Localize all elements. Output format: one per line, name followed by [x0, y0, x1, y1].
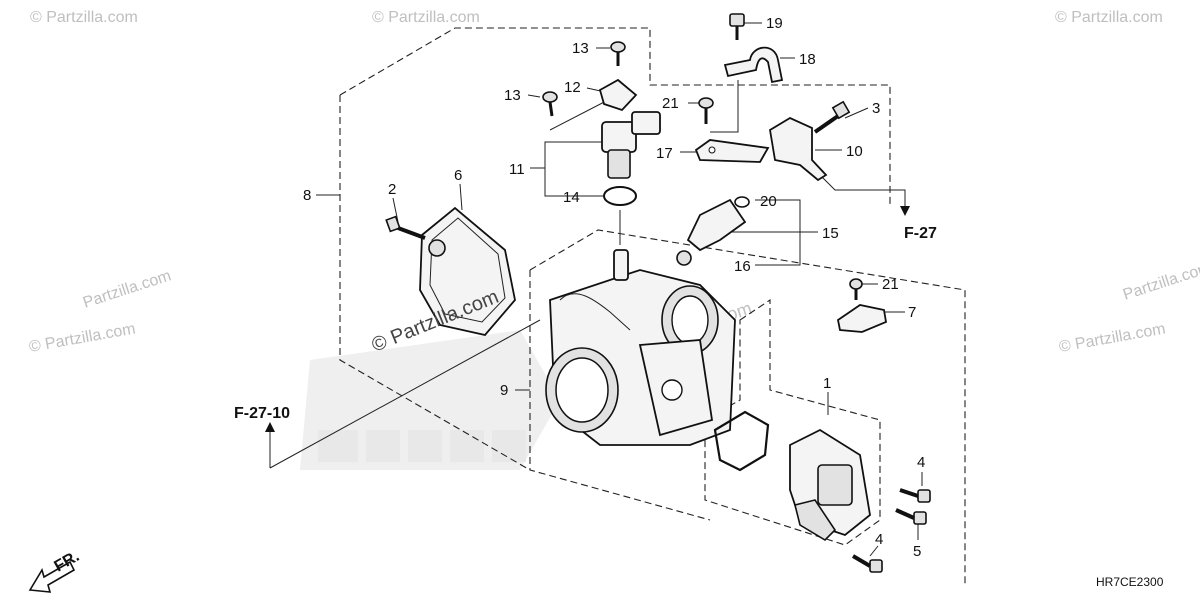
callout-1: 1	[823, 375, 831, 392]
watermark-mid-left: © Partzilla.com	[28, 320, 137, 355]
callout-3: 3	[872, 100, 880, 117]
ref-f27: F-27	[904, 225, 937, 242]
front-direction-arrow	[28, 560, 76, 593]
connector-10	[769, 116, 828, 182]
bolt-5	[895, 508, 927, 525]
callout-20: 20	[760, 193, 777, 210]
callout-8: 8	[303, 187, 311, 204]
callout-6: 6	[454, 167, 462, 184]
callout-13-top: 13	[572, 40, 589, 57]
leader-4b	[869, 545, 879, 557]
bolt-19	[729, 13, 745, 40]
arrowhead-f27	[900, 206, 910, 216]
screw-13-top	[610, 41, 626, 66]
watermark-left-faint: Partzilla.com	[81, 267, 173, 311]
leader-lines	[265, 22, 923, 557]
callout-10: 10	[846, 143, 863, 160]
group-outline-9-left	[529, 270, 711, 521]
group-outline-8	[339, 27, 891, 205]
bolt-4-upper	[899, 488, 931, 503]
callout-5: 5	[913, 543, 921, 560]
callout-17: 17	[656, 145, 673, 162]
callout-13-left: 13	[504, 87, 521, 104]
watermark-mid-right: © Partzilla.com	[1058, 320, 1167, 355]
callout-16: 16	[734, 258, 751, 275]
screw-13-left	[542, 91, 558, 117]
leader-f2710	[269, 319, 541, 469]
leader-6	[459, 183, 463, 211]
gasket	[713, 410, 770, 472]
stay-17	[694, 139, 770, 163]
group-outline-9	[529, 229, 966, 585]
screw-21-top	[698, 97, 714, 124]
callout-9: 9	[500, 382, 508, 399]
group-outline-8-left	[339, 95, 531, 471]
callout-4-lower: 4	[875, 531, 883, 548]
callout-21-top: 21	[662, 95, 679, 112]
diagram-code: HR7CE2300	[1096, 575, 1164, 589]
watermark-top-left: © Partzilla.com	[30, 9, 138, 26]
leader-11-bracket	[544, 141, 605, 197]
leader-18-to-17	[710, 80, 739, 133]
drum-cover	[419, 206, 516, 336]
callout-15: 15	[822, 225, 839, 242]
dashed-assembly-outlines	[339, 27, 966, 585]
callout-4-upper: 4	[917, 454, 925, 471]
leader-12-to-11	[549, 97, 613, 131]
cap-12	[598, 78, 638, 112]
sensor-unit-1	[789, 428, 871, 542]
callout-18: 18	[799, 51, 816, 68]
watermark-top-center: © Partzilla.com	[372, 9, 480, 26]
watermark-right-faint: Partzilla.com	[1121, 259, 1200, 303]
callout-11: 11	[509, 161, 525, 178]
parts	[28, 13, 931, 593]
callout-12: 12	[564, 79, 581, 96]
callout-21-right: 21	[882, 276, 899, 293]
callout-7: 7	[908, 304, 916, 321]
faded-brand-lettering	[318, 430, 526, 462]
callout-19: 19	[766, 15, 783, 32]
callout-14: 14	[563, 189, 580, 206]
bolt-2	[385, 215, 426, 240]
sensor-11	[601, 111, 661, 179]
callout-labels: 1 2 3 4 4 5 6 7 8 9 10 11 12 13 13 14 15…	[303, 15, 925, 560]
injector-15	[676, 198, 747, 266]
leader-10-to-f27	[819, 174, 906, 210]
leader-2	[392, 197, 399, 223]
clamp-18	[723, 46, 784, 84]
arrowhead-f2710	[265, 422, 275, 432]
ref-f27-10: F-27-10	[234, 405, 290, 422]
screw-21-right	[849, 278, 863, 300]
callout-2: 2	[388, 181, 396, 198]
leader-13b	[527, 94, 541, 98]
throttle-body	[545, 249, 736, 446]
leader-3	[844, 107, 869, 119]
o-ring-14	[603, 186, 637, 206]
o-ring-20	[734, 196, 750, 208]
bolt-3	[813, 100, 851, 134]
watermark-top-right: © Partzilla.com	[1055, 9, 1163, 26]
plate-7	[837, 304, 888, 333]
bolt-4-lower	[851, 554, 883, 573]
